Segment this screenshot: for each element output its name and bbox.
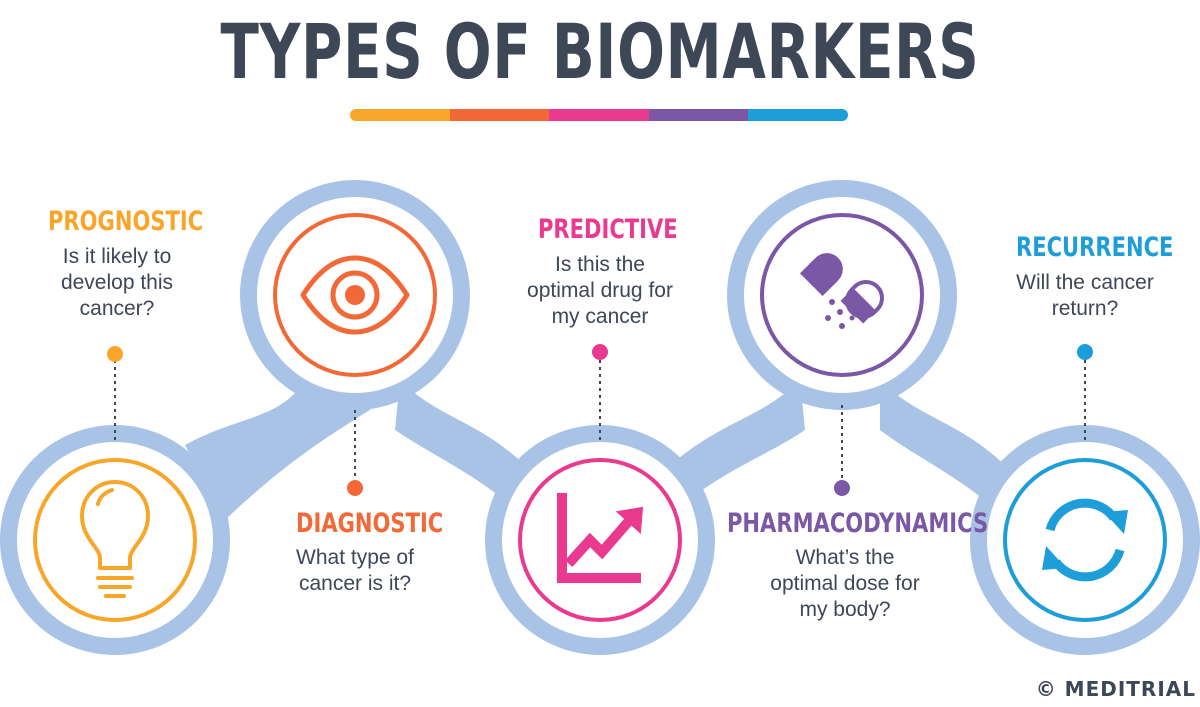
capsule-icon	[799, 253, 884, 329]
desc-diagnostic: What type of cancer is it?	[296, 546, 414, 595]
color-segment-pink	[549, 109, 649, 121]
title-color-bar	[350, 109, 848, 121]
icon-border	[518, 458, 682, 622]
marker-dot	[1077, 344, 1093, 360]
desc-predictive: Is this the optimal drug for my cancer	[527, 253, 673, 328]
marker-dot	[834, 480, 850, 496]
marker-dot	[107, 346, 123, 362]
color-segment-blue	[748, 109, 848, 121]
ring-inner	[17, 442, 213, 638]
ring-inner	[987, 442, 1183, 638]
marker-dot	[347, 480, 363, 496]
label-prognostic: PROGNOSTIC	[48, 206, 204, 237]
refresh-icon	[1042, 498, 1128, 582]
icon-border	[33, 458, 197, 622]
lightbulb-icon	[80, 480, 150, 598]
desc-prognostic: Is it likely to develop this cancer?	[60, 245, 174, 320]
icon-border	[760, 213, 924, 377]
node-prognostic	[0, 346, 230, 655]
node-recurrence	[970, 344, 1200, 655]
marker-dot	[592, 344, 608, 360]
node-diagnostic	[240, 180, 470, 496]
label-diagnostic: DIAGNOSTIC	[296, 508, 444, 539]
ring-inner	[744, 197, 940, 393]
node-pharmacodynamics	[727, 180, 957, 496]
node-predictive	[485, 344, 715, 655]
connector-band	[185, 380, 1010, 520]
page-title: TYPES OF BIOMARKERS	[220, 7, 980, 96]
icon-border	[273, 213, 437, 377]
color-segment-purple	[648, 109, 749, 121]
ring-inner	[502, 442, 698, 638]
icon-border	[1003, 458, 1167, 622]
desc-recurrence: Will the cancer return?	[1016, 271, 1154, 320]
label-predictive: PREDICTIVE	[538, 214, 678, 245]
color-segment-orange	[350, 109, 450, 121]
trend-chart-icon	[557, 493, 644, 583]
color-segment-red	[449, 109, 550, 121]
label-pharmacodynamics: PHARMACODYNAMICS	[727, 508, 989, 539]
label-recurrence: RECURRENCE	[1016, 232, 1174, 263]
copyright: © MEDITRIAL	[1035, 677, 1196, 701]
desc-pharmacodynamics: What’s the optimal dose for my body?	[770, 546, 920, 621]
eye-icon	[300, 255, 410, 335]
